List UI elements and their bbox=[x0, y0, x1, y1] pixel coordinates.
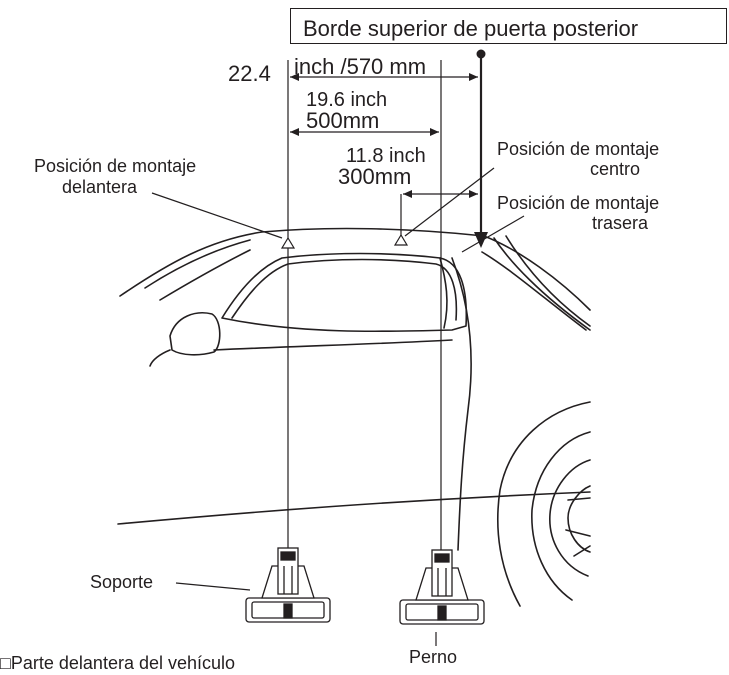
front-mount-marker bbox=[280, 236, 296, 249]
center-mount-label-line2: centro bbox=[590, 159, 641, 179]
wheel-rim bbox=[549, 459, 591, 577]
rear-mount-label-line1: Posición de montaje bbox=[497, 193, 660, 213]
bolt-label: Perno bbox=[409, 647, 458, 667]
beltline bbox=[213, 339, 453, 351]
side-mirror bbox=[169, 312, 221, 356]
center-mount-marker bbox=[393, 233, 409, 246]
dim-570-text: inch /570 mm bbox=[294, 54, 427, 79]
car-roofline bbox=[119, 227, 485, 297]
dim-500-inch: 19.6 inch bbox=[306, 89, 388, 111]
front-mount-label-line2: delantera bbox=[62, 177, 138, 197]
rear-door-edge bbox=[451, 257, 472, 551]
vehicle-front-label: □Parte delantera del vehículo bbox=[0, 653, 236, 673]
wheel-tire bbox=[531, 431, 591, 601]
center-mount-label-line1: Posición de montaje bbox=[497, 139, 660, 159]
side-window bbox=[221, 252, 468, 333]
windshield-edge bbox=[144, 239, 251, 289]
rear-door-top-edge-label: Borde superior de puerta posterior bbox=[303, 16, 639, 41]
rear-door-top-edge-box: Borde superior de puerta posterior bbox=[290, 8, 727, 44]
rear-mount-label-line2: trasera bbox=[592, 213, 649, 233]
dim-300-mm: 300mm bbox=[338, 164, 412, 189]
bracket-label: Soporte bbox=[90, 572, 154, 592]
rocker-line bbox=[117, 491, 591, 525]
dim-570-inch-value: 22.4 bbox=[228, 61, 271, 86]
front-bracket bbox=[245, 547, 331, 623]
rear-bracket bbox=[399, 549, 485, 625]
dim-500-mm: 500mm bbox=[306, 108, 380, 133]
door-edge-arrow bbox=[474, 232, 488, 248]
front-mount-label-line1: Posición de montaje bbox=[34, 156, 197, 176]
wheel-arch bbox=[496, 401, 591, 607]
dim-300-inch: 11.8 inch bbox=[346, 145, 426, 167]
